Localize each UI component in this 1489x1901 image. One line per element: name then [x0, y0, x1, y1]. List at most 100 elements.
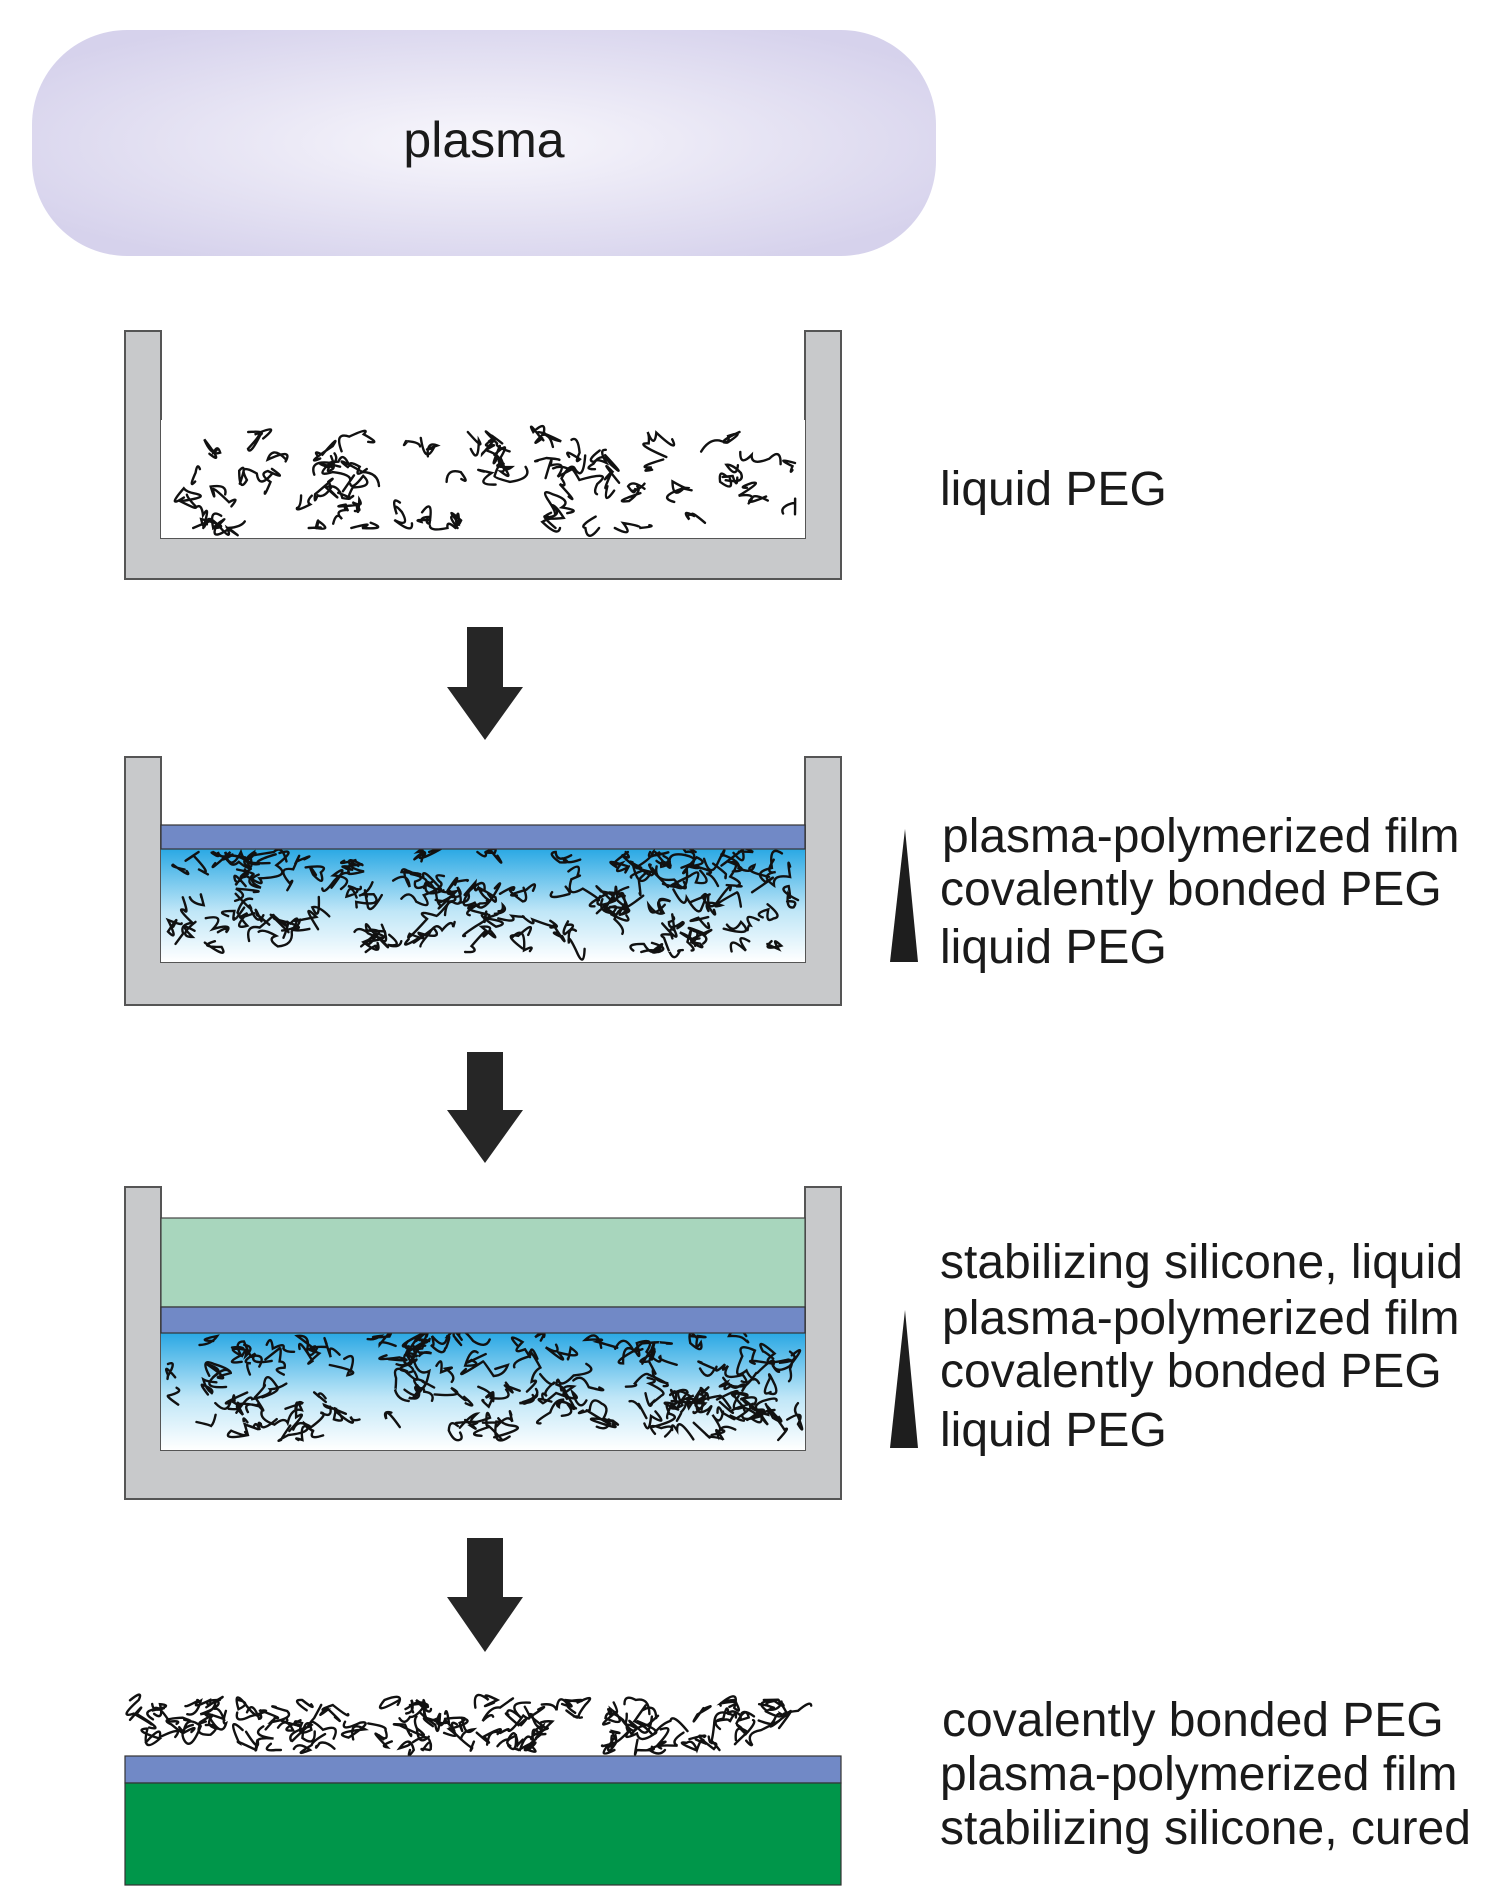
peg-chain: [183, 920, 197, 939]
peg-chain: [326, 454, 336, 473]
peg-chains: [125, 1693, 813, 1757]
peg-chain: [495, 1409, 514, 1428]
peg-chain: [307, 519, 327, 530]
peg-chain: [660, 933, 684, 959]
peg-chain: [314, 1741, 336, 1750]
peg-chain: [566, 437, 582, 463]
peg-chain: [667, 913, 685, 932]
peg-chain: [628, 1399, 648, 1420]
peg-chain: [646, 1726, 670, 1755]
peg-chain: [398, 1698, 427, 1723]
peg-chain: [476, 849, 503, 864]
peg-chain: [347, 474, 369, 500]
peg-chain: [531, 1715, 547, 1736]
peg-chain: [430, 1334, 449, 1354]
peg-chain: [204, 916, 230, 934]
peg-chain: [686, 1387, 713, 1416]
peg-chain: [509, 925, 532, 950]
peg-chain: [707, 1711, 734, 1744]
peg-chain: [492, 444, 510, 478]
peg-chain: [481, 1697, 515, 1722]
peg-chain: [188, 893, 206, 907]
peg-chain: [765, 858, 792, 889]
peg-chain: [387, 933, 403, 948]
peg-chain: [411, 1386, 434, 1402]
peg-chain: [363, 889, 383, 911]
step-2-labels: plasma-polymerized film covalently bonde…: [940, 810, 1459, 974]
peg-chain: [444, 1333, 491, 1349]
peg-chain: [396, 1740, 416, 1757]
peg-chain: [697, 1360, 717, 1377]
peg-chain: [419, 436, 441, 458]
peg-chain: [485, 1705, 531, 1746]
peg-chain: [549, 924, 566, 943]
peg-chain: [165, 1362, 177, 1381]
peg-chain: [364, 944, 380, 954]
peg-chain: [604, 885, 631, 916]
peg-chains: [173, 424, 797, 537]
label-plasma-polymerized-film: plasma-polymerized film: [942, 1292, 1459, 1345]
peg-chain: [416, 505, 432, 526]
peg-chain: [533, 456, 561, 463]
label-liquid-peg: liquid PEG: [940, 921, 1167, 974]
peg-chain: [528, 1705, 549, 1731]
peg-chain: [746, 915, 760, 932]
peg-chain: [729, 937, 751, 953]
peg-chain: [725, 860, 743, 888]
peg-chain: [601, 1710, 625, 1726]
peg-chain: [539, 1373, 556, 1401]
label-liquid-peg: liquid PEG: [940, 463, 1167, 516]
plasma-region: plasma: [32, 30, 936, 256]
peg-chain: [739, 450, 782, 466]
peg-chain: [688, 1333, 707, 1351]
peg-chain: [235, 1401, 261, 1416]
peg-chain: [781, 497, 797, 516]
peg-chain: [462, 881, 502, 909]
peg-chain: [204, 1361, 232, 1379]
peg-chain: [503, 1381, 521, 1394]
peg-chain: [688, 1734, 721, 1752]
peg-chain: [718, 1397, 759, 1415]
peg-chain: [624, 1372, 669, 1388]
peg-chain: [576, 1696, 592, 1719]
peg-chain: [234, 892, 265, 921]
peg-chain: [165, 917, 183, 937]
peg-chain: [350, 521, 380, 530]
peg-chain: [603, 464, 621, 500]
peg-chain: [413, 849, 443, 861]
peg-chain: [450, 1721, 476, 1752]
peg-chain: [754, 1397, 778, 1426]
peg-chain: [561, 1385, 577, 1400]
peg-chain: [452, 1333, 463, 1347]
peg-chain: [649, 1424, 673, 1438]
peg-chain: [413, 1377, 425, 1394]
peg-chain: [716, 1695, 741, 1712]
peg-chain: [340, 858, 365, 876]
peg-chain: [684, 511, 707, 524]
peg-chain: [337, 429, 376, 453]
peg-chain: [679, 928, 713, 948]
peg-chain: [181, 1720, 203, 1745]
peg-chain: [354, 881, 378, 909]
peg-chain: [312, 1391, 327, 1404]
peg-chain: [340, 460, 381, 488]
peg-chain: [493, 461, 529, 484]
plasma-polymerized-film: [160, 824, 806, 850]
peg-chain: [301, 1703, 323, 1743]
peg-chain: [214, 1391, 249, 1411]
peg-chain: [567, 865, 601, 902]
peg-chain: [144, 1729, 180, 1744]
peg-chain: [716, 1712, 738, 1723]
peg-chain: [714, 1363, 748, 1384]
peg-chain: [689, 915, 711, 930]
peg-chain: [640, 941, 665, 954]
peg-chain: [625, 1717, 689, 1741]
peg-chain: [294, 1334, 319, 1357]
peg-chain: [473, 1693, 501, 1709]
peg-chain: [646, 897, 671, 915]
peg-chain: [237, 466, 274, 487]
peg-chain: [400, 874, 446, 907]
peg-chain: [635, 1339, 678, 1366]
gradient-wedge-icon: [890, 829, 918, 962]
peg-chain: [209, 484, 237, 508]
